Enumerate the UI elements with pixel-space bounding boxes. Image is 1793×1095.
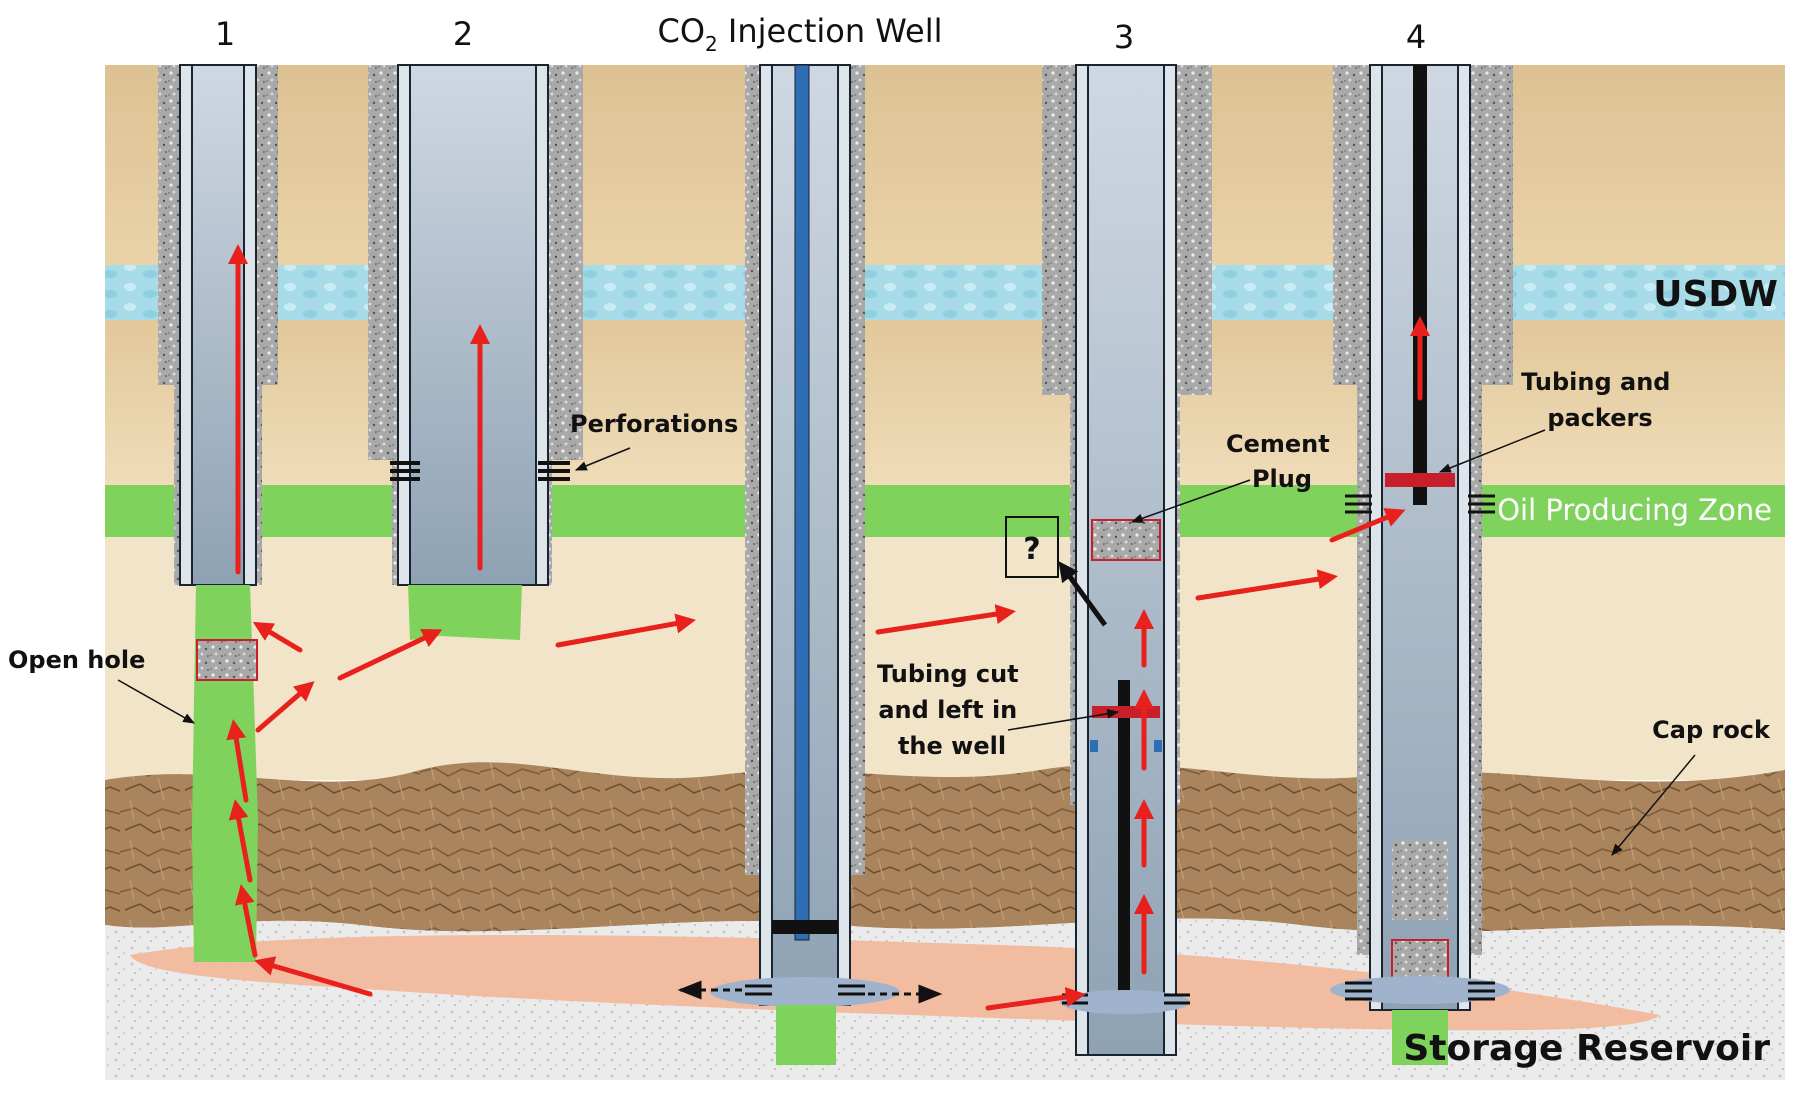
tubing-packers-label: Tubing and packers: [1521, 368, 1679, 432]
packer-icon: [1385, 473, 1455, 487]
leak-arrow-icon: [252, 621, 303, 653]
open-hole-label: Open hole: [8, 646, 145, 674]
unknown-pathway-box: [1005, 516, 1059, 578]
liner-top-left: [1090, 740, 1098, 752]
leak-arrow-icon: [1329, 508, 1406, 543]
open-hole-bottom: [1392, 1010, 1448, 1065]
perforation-icon: [390, 461, 570, 481]
open-hole-bottom: [408, 585, 522, 640]
cement-plug-leader: [1130, 479, 1251, 523]
leak-arrow-icon: [228, 799, 253, 883]
packer-icon: [772, 920, 838, 934]
usdw-label: USDW: [1653, 274, 1778, 315]
leak-arrow-icon: [875, 604, 1016, 635]
storage-reservoir-label: Storage Reservoir: [1403, 1028, 1770, 1069]
tubing-cut-label: Tubing cut and left in the well: [877, 660, 1027, 760]
unknown-pathway-mark: ?: [1023, 532, 1040, 567]
co2-injection-well: [677, 64, 943, 1065]
cap-rock-leader: [1611, 754, 1696, 856]
cap-rock-layer: [105, 762, 1785, 933]
oil-zone-label: Oil Producing Zone: [1497, 493, 1772, 527]
diffusion-arrow-icon: [677, 980, 943, 1004]
mid-sand-layer: [105, 320, 1785, 485]
open-hole-leader: [117, 679, 196, 724]
usdw-aquifer-layer: [105, 265, 1785, 320]
well-number-3: 3: [1114, 18, 1134, 56]
production-tubing: [1413, 65, 1427, 505]
cement-plug: [196, 639, 258, 681]
injection-perforation-zone: [710, 977, 900, 1007]
well-4: [1330, 64, 1513, 1065]
black-arrow: [1058, 561, 1108, 627]
well-number-4: 4: [1406, 18, 1426, 56]
oil-producing-zone-layer: [105, 485, 1785, 537]
perforations-label: Perforations: [570, 410, 738, 438]
upper-sand-layer: [105, 65, 1785, 265]
leak-arrow-icon: [337, 628, 443, 681]
leak-arrow-icon: [555, 613, 696, 648]
tubing-cut-leader: [1007, 709, 1120, 731]
perforations-leader: [574, 447, 631, 471]
leak-arrow-icon: [234, 884, 258, 958]
packer-icon: [1092, 706, 1160, 718]
liner-top-right: [1154, 740, 1162, 752]
leak-arrow-icon: [226, 719, 249, 803]
well-number-2: 2: [453, 15, 473, 53]
well-1: [158, 64, 278, 962]
tubing-packers-leader: [1438, 429, 1546, 473]
injection-tubing: [794, 64, 810, 941]
perforation-zone: [1330, 976, 1510, 1004]
casing-bore: [409, 64, 537, 586]
perforation-icon: [745, 984, 865, 996]
well-2: [368, 64, 583, 640]
cement-plug-lower: [1392, 840, 1448, 920]
perforation-icon: [1345, 494, 1495, 1001]
leak-arrow-icon: [255, 681, 315, 733]
leak-arrow-icon: [985, 987, 1086, 1011]
leak-arrow-icon: [1195, 569, 1338, 601]
well-3: ?: [1005, 64, 1212, 1056]
cap-rock-label: Cap rock: [1652, 716, 1771, 744]
cement-plug-label: Cement Plug: [1226, 430, 1338, 493]
leak-arrow-icon: [254, 956, 373, 997]
leak-arrows: [226, 244, 1430, 1011]
well-number-1: 1: [215, 15, 235, 53]
co2-plume: [130, 935, 1660, 1031]
open-hole-bottom: [776, 1005, 836, 1065]
casing-bore: [191, 64, 245, 586]
perforation-zone: [1060, 990, 1190, 1014]
cut-tubing: [1118, 680, 1130, 1010]
cement-plug: [1091, 519, 1161, 561]
cement-plug: [1391, 939, 1449, 981]
injection-well-title: CO2 Injection Well: [657, 12, 942, 56]
callout-leaders: [117, 429, 1696, 856]
